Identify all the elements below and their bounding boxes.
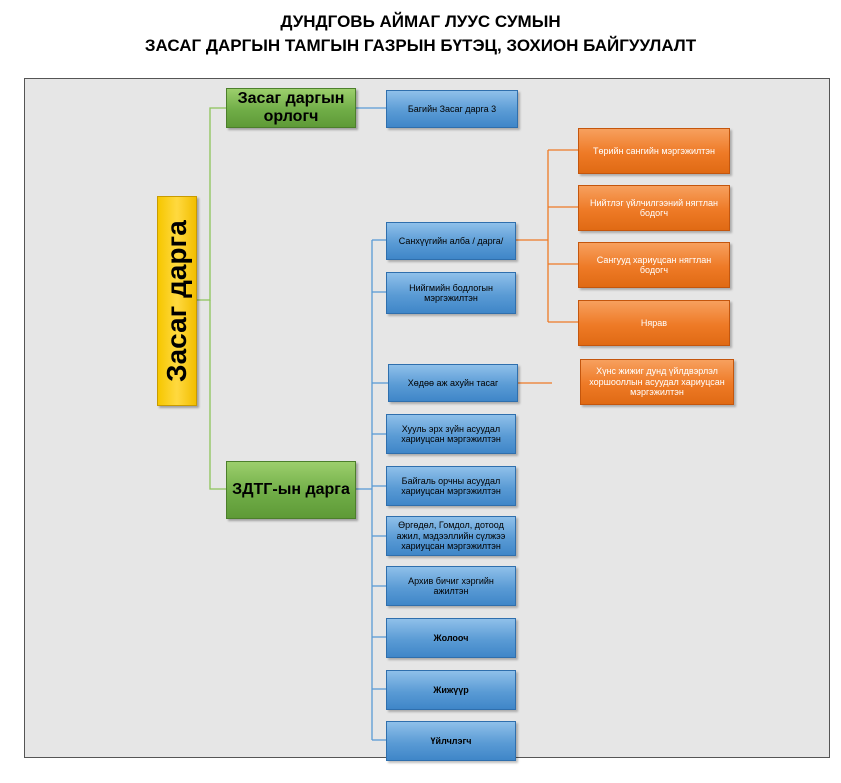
guard-node: Жижүүр (386, 670, 516, 710)
bag-governor-node: Багийн Засаг дарга 3 (386, 90, 518, 128)
storekeeper-node: Нярав (578, 300, 730, 346)
cleaner-node: Үйлчлэгч (386, 721, 516, 761)
agriculture-node: Хөдөө аж ахуйн тасаг (388, 364, 518, 402)
environment-node: Байгаль орчны асуудал хариуцсан мэргэжил… (386, 466, 516, 506)
title-line-2: ЗАСАГ ДАРГЫН ТАМГЫН ГАЗРЫН БҮТЭЦ, ЗОХИОН… (144, 36, 697, 55)
social-policy-node: Нийгмийн бодлогын мэргэжилтэн (386, 272, 516, 314)
office-head-node: ЗДТГ-ын дарга (226, 461, 356, 519)
sme-cooperative-node: Хүнс жижиг дунд үйлдвэрлэл хоршооллын ас… (580, 359, 734, 405)
title-line-1: ДУНДГОВЬ АЙМАГ ЛУУС СУМЫН (280, 12, 561, 31)
general-accountant-node: Нийтлэг үйлчилгээний нягтлан бодогч (578, 185, 730, 231)
treasury-node: Төрийн сангийн мэргэжилтэн (578, 128, 730, 174)
root-label: Засаг дарга (160, 220, 192, 382)
driver-node: Жолооч (386, 618, 516, 658)
root-to-deputy-line (196, 107, 226, 301)
fund-accountant-node: Сангууд хариуцсан нягтлан бодогч (578, 242, 730, 288)
finance-node: Санхүүгийн алба / дарга/ (386, 222, 516, 260)
legal-node: Хууль эрх зүйн асуудал хариуцсан мэргэжи… (386, 414, 516, 454)
root-node: Засаг дарга (157, 196, 197, 406)
root-to-office-line (209, 300, 226, 490)
archive-node: Архив бичиг хэргийн ажилтэн (386, 566, 516, 606)
complaints-node: Өргөдөл, Гомдол, дотоод ажил, мэдээллийн… (386, 516, 516, 556)
deputy-node: Засаг даргын орлогч (226, 88, 356, 128)
